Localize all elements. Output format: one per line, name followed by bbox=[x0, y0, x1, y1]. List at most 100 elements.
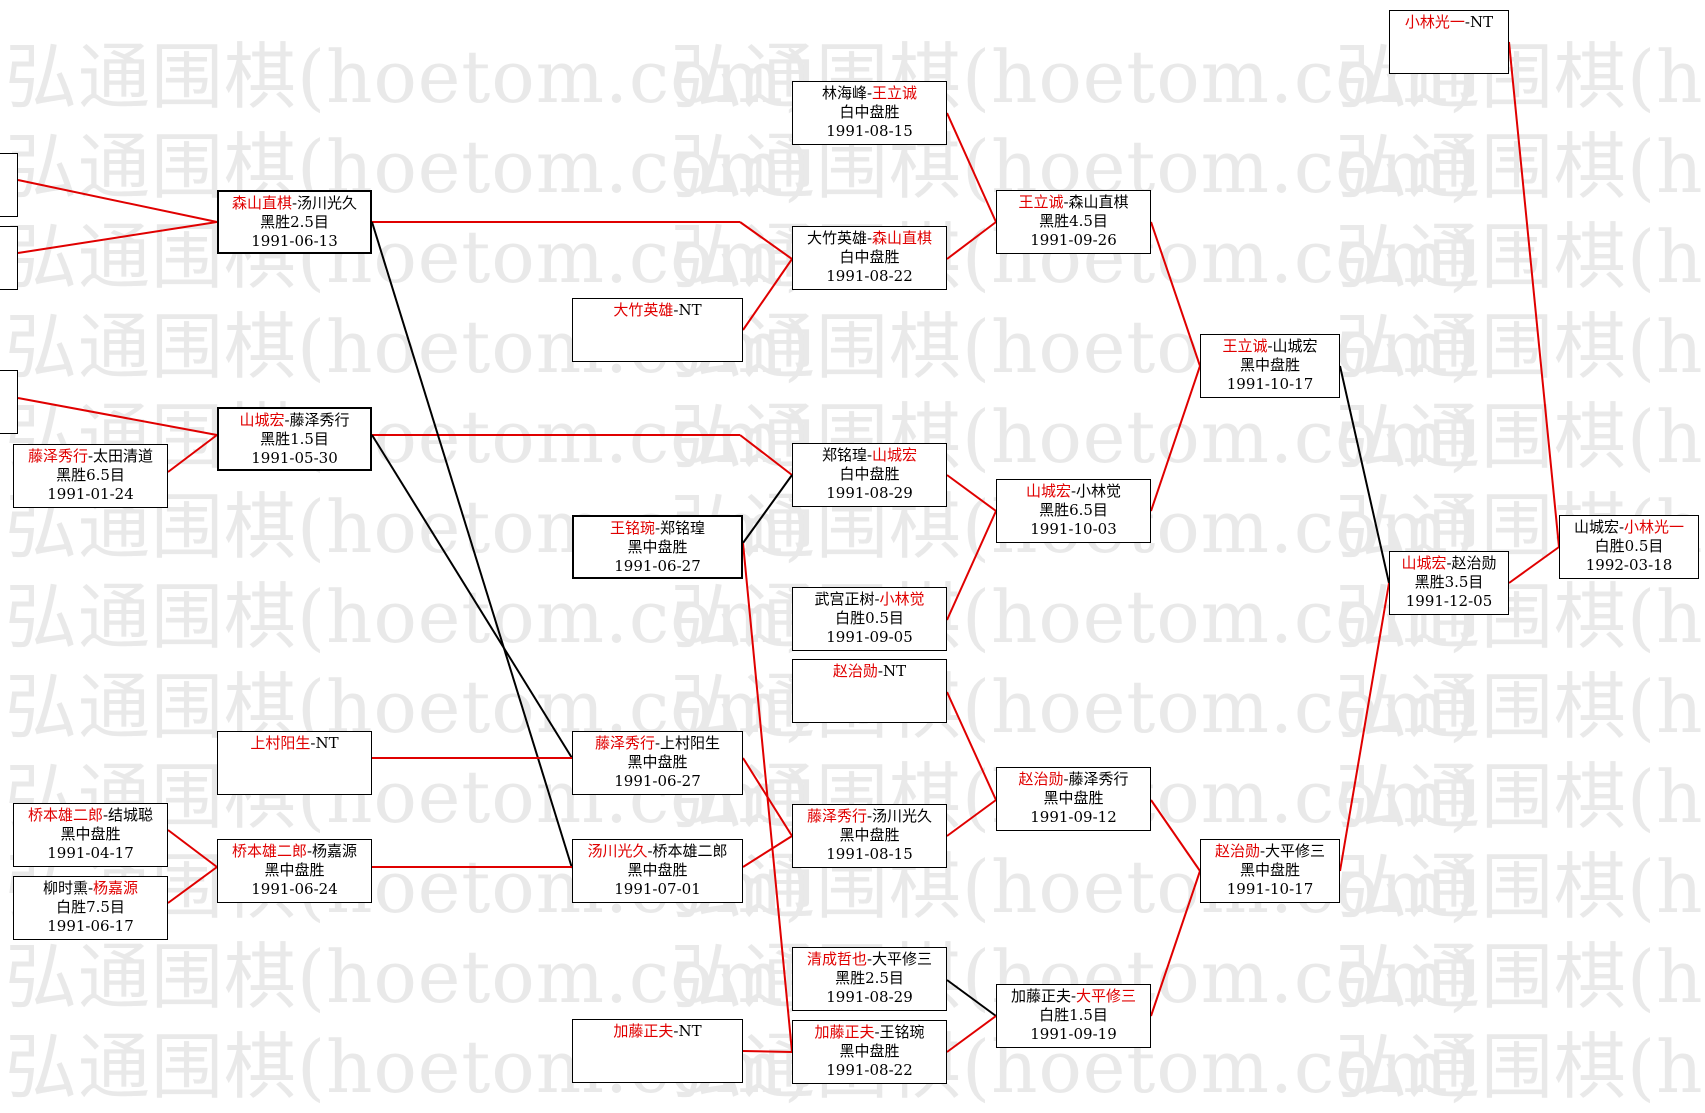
connector-line bbox=[17, 397, 218, 436]
connector-line bbox=[1150, 221, 1201, 367]
black-player: 赵治勋 bbox=[832, 662, 878, 680]
game-result: 黑胜1.5目 bbox=[260, 430, 329, 448]
players-line: 王铭琬-郑铭瑝 bbox=[574, 519, 741, 538]
game-result: 白胜0.5目 bbox=[1594, 537, 1664, 555]
black-player: 王铭琬 bbox=[609, 519, 655, 537]
connector-line bbox=[946, 510, 997, 621]
game-result: 白中盘胜 bbox=[839, 465, 900, 483]
white-player: 结城聪 bbox=[108, 806, 154, 824]
white-player: 小林光一 bbox=[1624, 518, 1685, 536]
game-result: 白胜7.5目 bbox=[56, 898, 125, 916]
black-player: 郑铭瑝 bbox=[821, 446, 867, 464]
dash: - bbox=[1063, 770, 1069, 788]
black-player: 小林光一 bbox=[1404, 13, 1465, 31]
dash: - bbox=[284, 411, 290, 429]
connector-line bbox=[946, 1015, 997, 1053]
players-line: 山城宏-小林光一 bbox=[1560, 518, 1698, 537]
dash: - bbox=[87, 447, 94, 465]
dash: - bbox=[291, 194, 298, 212]
white-player: 森山直棋 bbox=[1068, 193, 1129, 211]
game-date: 1991-08-22 bbox=[826, 1061, 913, 1079]
game-date: 1991-01-24 bbox=[47, 485, 134, 503]
game-result: 黑中盘胜 bbox=[839, 826, 900, 844]
dash: - bbox=[1464, 13, 1470, 31]
connector-line bbox=[167, 866, 218, 904]
game-date: 1991-06-13 bbox=[251, 232, 338, 250]
dash: - bbox=[673, 301, 679, 319]
connector-line bbox=[1339, 582, 1390, 872]
white-player: NT bbox=[1469, 13, 1494, 31]
white-player: NT bbox=[678, 1022, 702, 1040]
players-line: 加藤正夫-NT bbox=[573, 1022, 742, 1041]
black-player: 桥本雄二郎 bbox=[231, 842, 307, 860]
game-result: 黑中盘胜 bbox=[264, 861, 325, 879]
black-player: 山城宏 bbox=[1401, 554, 1447, 572]
game-result: 黑中盘胜 bbox=[1239, 356, 1300, 374]
dash: - bbox=[866, 229, 873, 247]
game-result: 白胜1.5目 bbox=[1039, 1006, 1108, 1024]
players-line: 桥本雄二郎-杨嘉源 bbox=[218, 842, 371, 861]
white-player: 杨嘉源 bbox=[312, 842, 358, 860]
connector-line bbox=[1339, 365, 1390, 584]
dash: - bbox=[866, 84, 873, 102]
black-player: 赵治勋 bbox=[1018, 770, 1064, 788]
black-player: 赵治勋 bbox=[1214, 842, 1260, 860]
connector-line bbox=[167, 434, 218, 473]
dash: - bbox=[654, 734, 661, 752]
game-date: 1991-05-30 bbox=[251, 449, 338, 467]
players-line: 山城宏-藤泽秀行 bbox=[219, 411, 370, 430]
connector-line bbox=[371, 221, 573, 869]
white-player: 王铭琬 bbox=[879, 1023, 925, 1041]
dash: - bbox=[1070, 987, 1077, 1005]
connector-line bbox=[17, 179, 218, 223]
black-player: 森山直棋 bbox=[231, 194, 292, 212]
game-result: 黑胜6.5目 bbox=[56, 466, 125, 484]
connector-line bbox=[739, 434, 793, 476]
white-player: 藤泽秀行 bbox=[1068, 770, 1129, 788]
white-player: 王立诚 bbox=[872, 84, 918, 102]
players-line: 大竹英雄-森山直棋 bbox=[793, 229, 946, 248]
game-box: 大竹英雄-NT bbox=[572, 298, 743, 362]
dash: - bbox=[866, 807, 873, 825]
game-result: 白中盘胜 bbox=[839, 103, 900, 121]
game-date: 1991-09-05 bbox=[826, 628, 913, 646]
connector-line bbox=[742, 1050, 793, 1053]
connector-line bbox=[1150, 799, 1201, 872]
players-line: 柳时熏-杨嘉源 bbox=[14, 879, 167, 898]
white-player: 郑铭瑝 bbox=[660, 519, 706, 537]
black-player: 山城宏 bbox=[239, 411, 285, 429]
dash: - bbox=[654, 519, 661, 537]
game-result: 黑胜3.5目 bbox=[1414, 573, 1484, 591]
black-player: 大竹英雄 bbox=[613, 301, 674, 319]
game-date: 1991-06-27 bbox=[614, 557, 701, 575]
game-result: 黑胜2.5目 bbox=[260, 213, 329, 231]
players-line: 加藤正夫-王铭琬 bbox=[793, 1023, 946, 1042]
white-player: 大平修三 bbox=[1265, 842, 1326, 860]
players-line: 大竹英雄-NT bbox=[573, 301, 742, 320]
connector-line bbox=[946, 112, 997, 223]
white-player: 杨嘉源 bbox=[93, 879, 139, 897]
connector-line bbox=[1150, 870, 1201, 1017]
players-line: 森山直棋-汤川光久 bbox=[219, 194, 370, 213]
white-player: NT bbox=[315, 734, 339, 752]
game-box: 加藤正夫-NT bbox=[572, 1019, 743, 1083]
players-line: 山城宏-赵治勋 bbox=[1390, 554, 1508, 573]
black-player: 武宫正树 bbox=[814, 590, 875, 608]
dash: - bbox=[1618, 518, 1625, 536]
connector-line bbox=[946, 221, 997, 260]
white-player: 森山直棋 bbox=[872, 229, 933, 247]
players-line: 赵治勋-藤泽秀行 bbox=[997, 770, 1150, 789]
connector-line bbox=[1150, 365, 1201, 512]
